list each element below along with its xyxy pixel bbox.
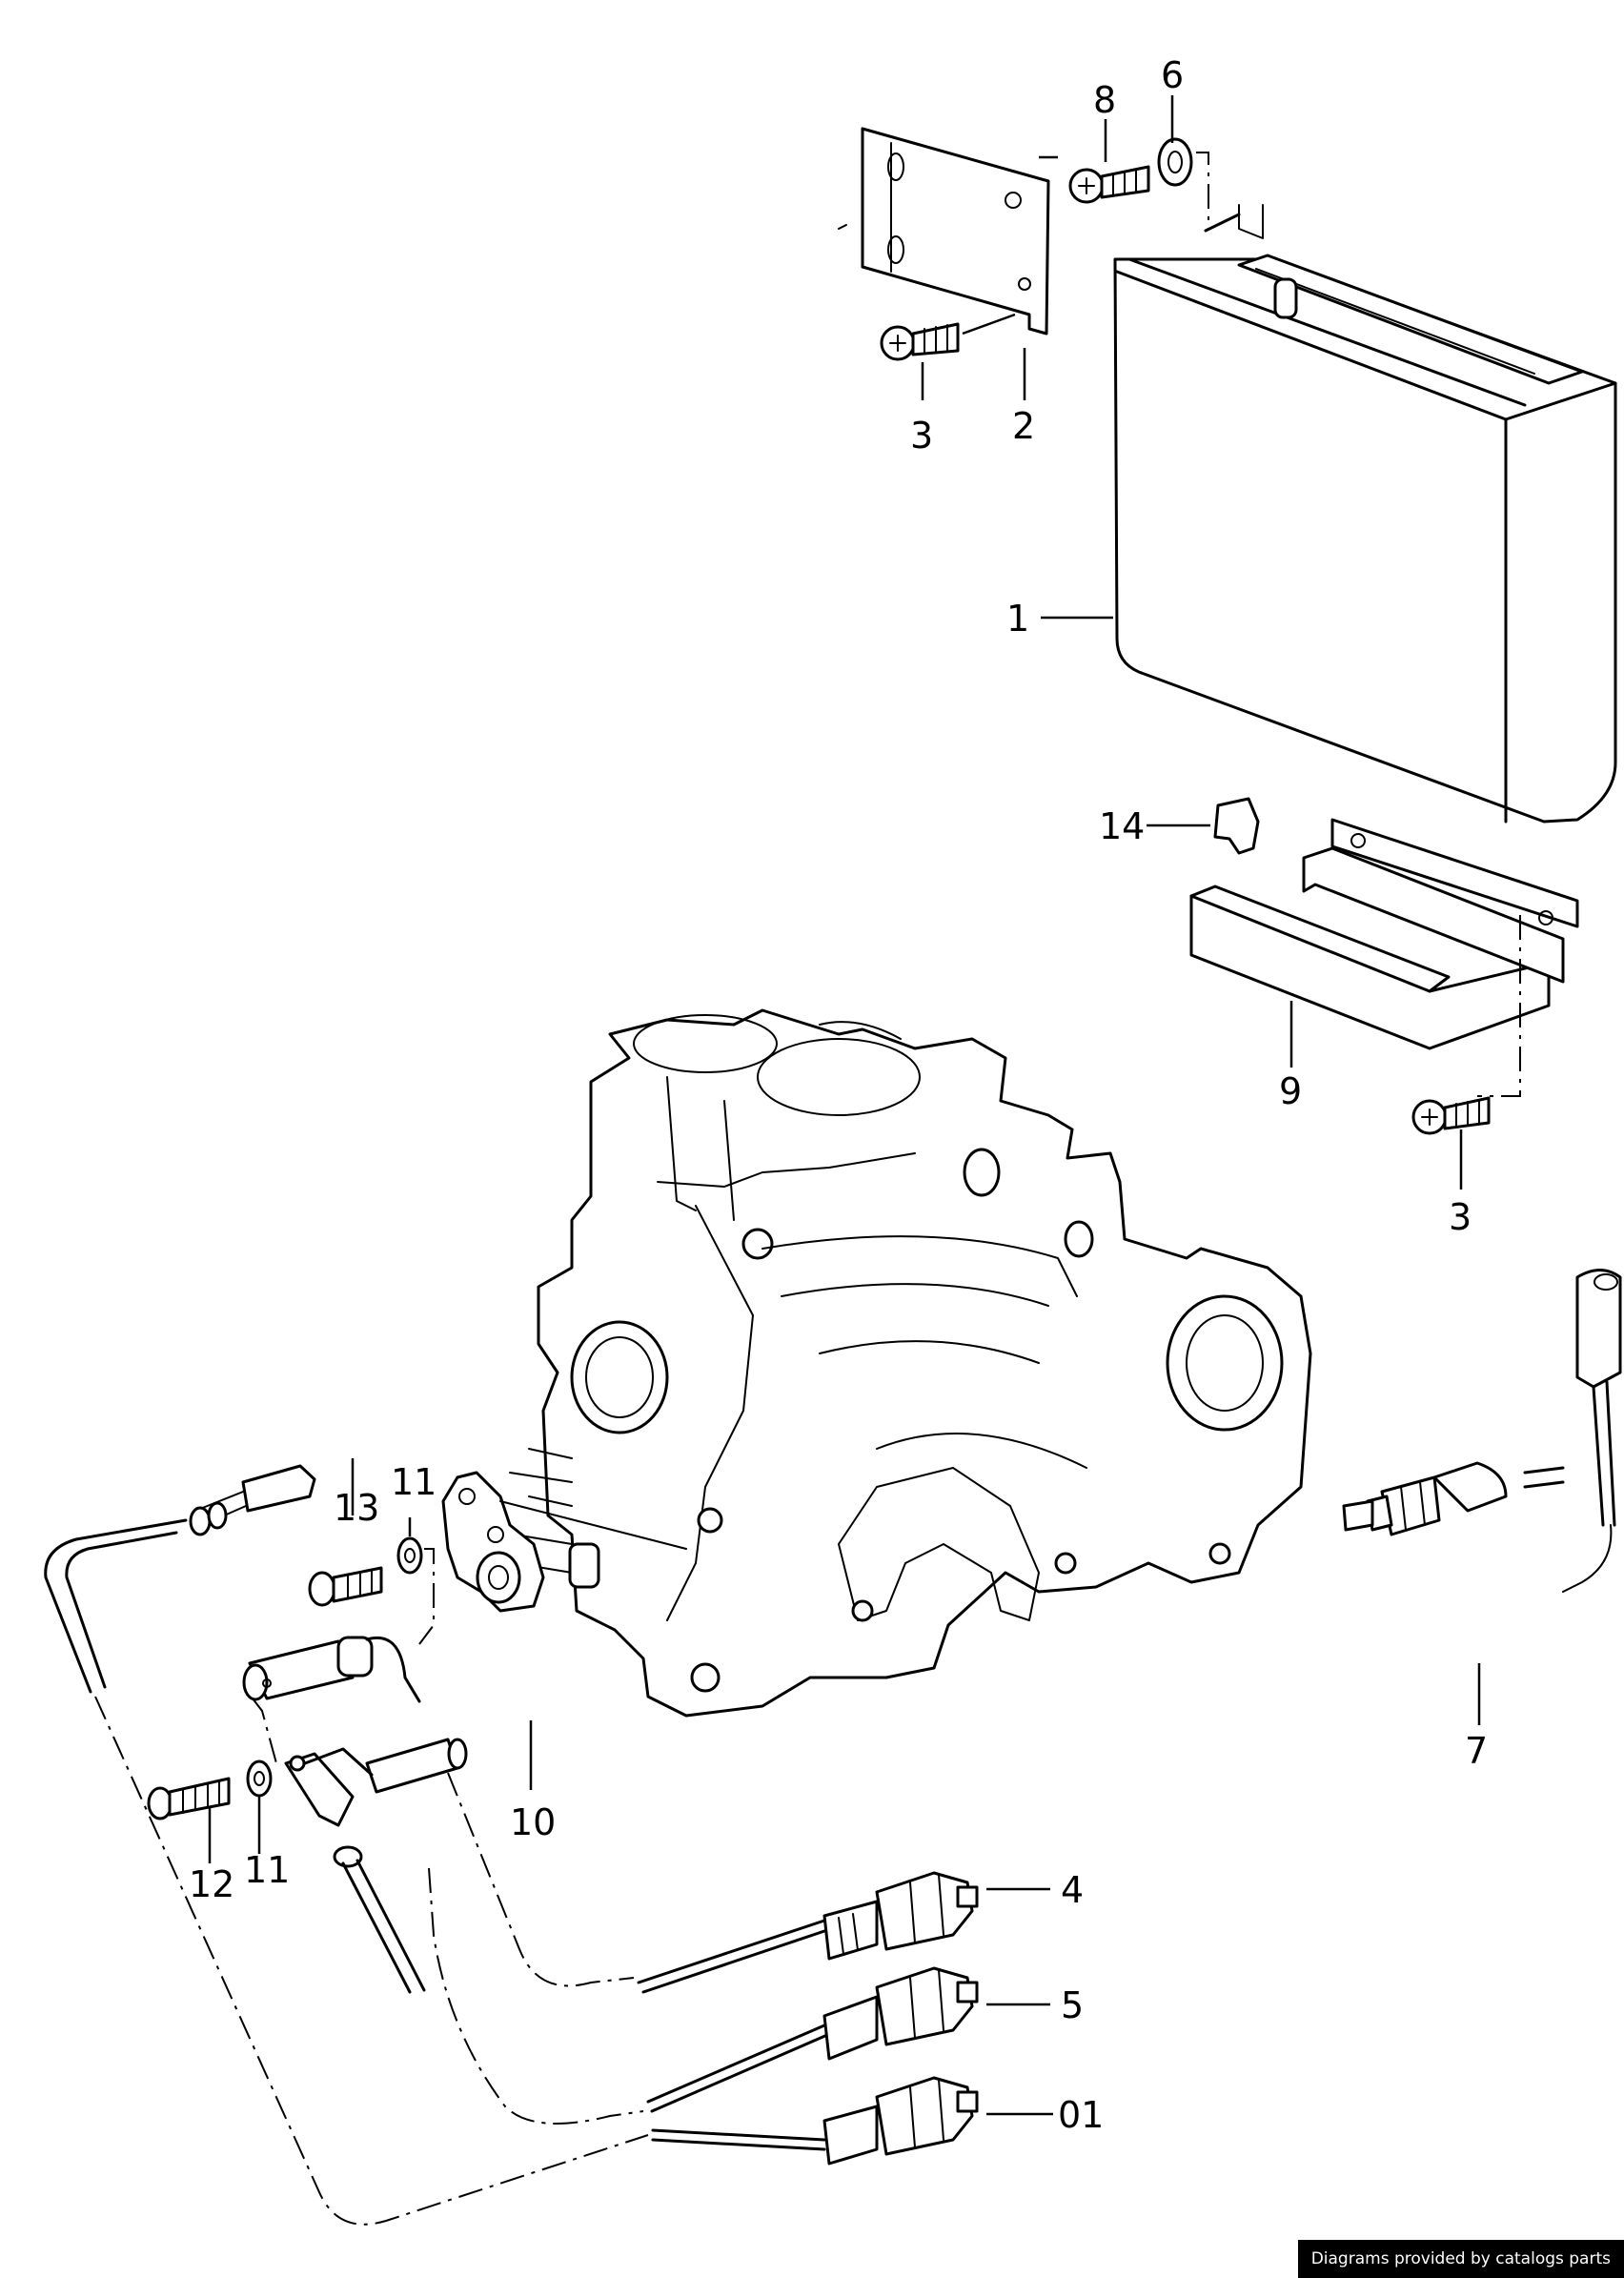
bolt-12 — [147, 1777, 231, 1820]
callout-6: 6 — [1161, 54, 1184, 96]
sensor-cable-5 — [284, 1738, 644, 2125]
callout-9: 9 — [1279, 1070, 1302, 1112]
callout-11-lower: 11 — [244, 1849, 290, 1891]
bolt-13 — [308, 1566, 383, 1607]
callout-4: 4 — [1061, 1869, 1084, 1911]
callout-2: 2 — [1012, 405, 1035, 447]
credit-badge: Diagrams provided by catalogs parts — [1297, 2240, 1624, 2278]
callout-5: 5 — [1061, 1984, 1084, 2026]
sensor-cable-4 — [242, 1636, 635, 1987]
washer-6 — [1157, 137, 1209, 229]
callout-1: 1 — [1006, 598, 1029, 640]
temperature-sender-7 — [1342, 1269, 1622, 1593]
engine-block — [509, 1008, 1312, 1718]
callout-3-top: 3 — [910, 415, 933, 457]
callout-3-lower: 3 — [1449, 1196, 1472, 1238]
sensor-bracket-10 — [441, 1471, 687, 1613]
callout-01: 01 — [1058, 2094, 1104, 2136]
connector-4 — [637, 1871, 979, 1994]
screw-top — [880, 313, 1016, 361]
callout-13: 13 — [334, 1487, 379, 1529]
mounting-bracket — [838, 127, 1050, 336]
connector-01 — [651, 2076, 979, 2166]
callout-8: 8 — [1093, 79, 1116, 121]
washer-11-lower — [246, 1759, 273, 1798]
callout-11-top: 11 — [391, 1461, 436, 1503]
holder-tray-9 — [1189, 818, 1579, 1097]
screw-8 — [1068, 165, 1150, 204]
leader-lines — [208, 95, 1481, 2116]
sensor-cable-01 — [44, 1464, 649, 2226]
screw-lower — [1411, 1096, 1491, 1135]
callout-12: 12 — [189, 1863, 234, 1905]
callout-10: 10 — [510, 1801, 556, 1843]
callout-labels: 8 6 3 2 1 14 9 3 13 11 7 10 12 11 4 5 01 — [189, 54, 1488, 2136]
washer-11-top — [396, 1536, 435, 1645]
control-unit-box — [1113, 204, 1617, 824]
callout-7: 7 — [1465, 1730, 1488, 1772]
clip-14 — [1213, 797, 1260, 855]
callout-14: 14 — [1099, 805, 1145, 847]
connector-5 — [646, 1966, 979, 2113]
